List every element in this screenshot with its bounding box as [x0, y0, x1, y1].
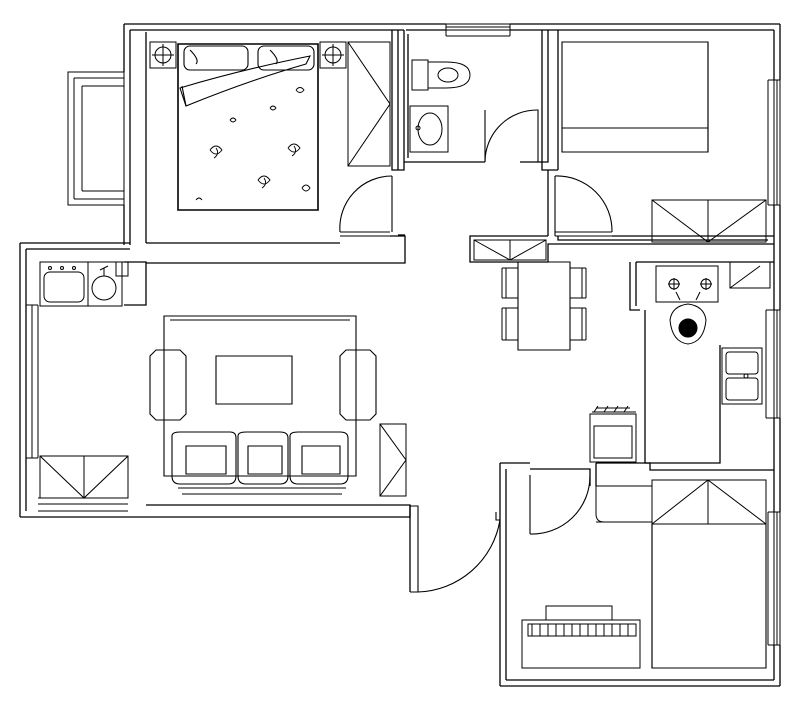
windows — [26, 24, 780, 645]
bath-door-swing — [485, 110, 538, 162]
kitchen-sink — [722, 348, 762, 404]
refrigerator — [590, 406, 636, 462]
refrigerator-corner — [730, 262, 770, 288]
balcony-cabinet — [40, 456, 128, 498]
east-door-swing — [555, 176, 612, 232]
sideboard — [474, 240, 546, 260]
window-study — [768, 512, 780, 645]
window-west-balcony — [68, 72, 124, 205]
nightstand-lamp — [320, 42, 346, 68]
window-kitchen — [766, 310, 780, 418]
armchair — [150, 350, 186, 420]
corner-cabinet — [380, 424, 406, 496]
interior-walls — [124, 30, 774, 486]
gas-stove — [656, 266, 718, 302]
dining-table — [518, 262, 570, 350]
wash-basin — [410, 106, 448, 152]
armchair — [340, 350, 376, 420]
toilet — [412, 60, 470, 90]
single-bed — [562, 42, 708, 152]
exterior-walls — [20, 24, 780, 686]
wardrobe — [348, 42, 390, 166]
entrance-door-swing — [418, 520, 500, 592]
study-shelf — [596, 486, 652, 522]
window-bath-top — [446, 24, 510, 36]
coffee-table — [216, 356, 292, 404]
window-living-west — [26, 305, 38, 458]
doors — [340, 110, 612, 592]
piano-keyboard — [522, 606, 640, 668]
master-door-swing — [340, 176, 392, 232]
wardrobe — [652, 480, 766, 524]
study-door-swing — [530, 476, 590, 534]
window-east-bedroom — [768, 80, 780, 205]
person-cooking — [670, 292, 706, 344]
double-bed — [178, 44, 318, 210]
water-heater — [88, 262, 128, 306]
sofa-cushions — [172, 432, 348, 494]
nightstand-lamp — [150, 42, 176, 68]
three-seat-sofa — [164, 316, 356, 494]
bed-flower-pattern — [196, 88, 310, 201]
wardrobe — [652, 200, 766, 242]
dining-chairs — [502, 268, 586, 340]
